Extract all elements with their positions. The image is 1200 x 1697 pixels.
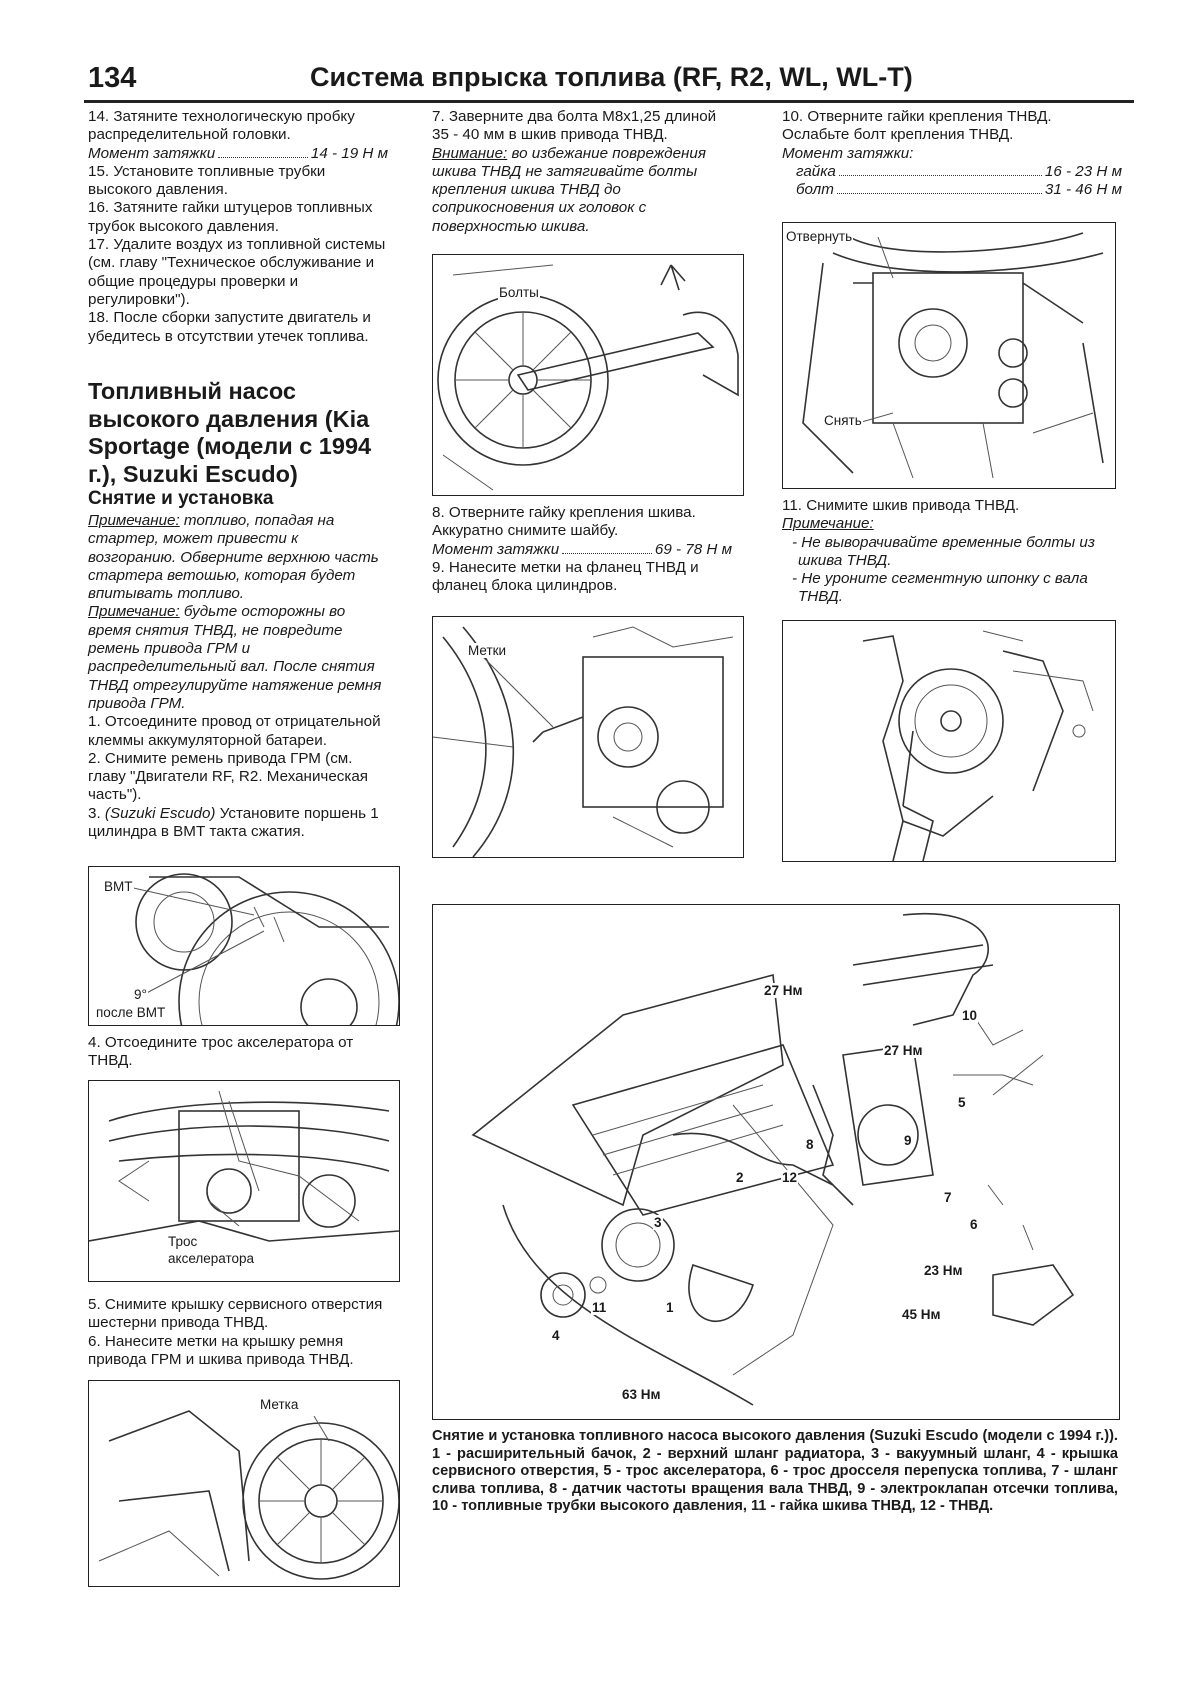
figure-pump-exploded: 27 Нм 10 27 Нм 5 9 8 12 2 3 7 6 23 Нм 45… <box>432 904 1120 1420</box>
fig1-label-after-tdc: после ВМТ <box>95 1005 167 1020</box>
figure-pulley-mark: Метка <box>88 1380 400 1587</box>
step-5: 5. Снимите крышку сервисного отверстия ш… <box>88 1296 383 1332</box>
page-number: 134 <box>88 62 137 94</box>
step-3: 3. (Suzuki Escudo) Установите поршень 1 … <box>88 804 379 841</box>
step-4: 4. Отсоедините трос акселератора от ТНВД… <box>88 1034 354 1070</box>
step-11: 11. Снимите шкив привода ТНВД. <box>782 497 1020 514</box>
note-1: Примечание: топливо, попадая на стартер,… <box>88 512 379 603</box>
big-label-11: 23 Нм <box>923 1263 964 1278</box>
figure-pump-nuts: Отвернуть Снять <box>782 222 1116 489</box>
big-label-10: 6 <box>969 1217 979 1232</box>
figure-remove-pulley <box>782 620 1116 862</box>
fig5-label-marks: Метки <box>467 643 508 658</box>
col1-bottom-text: 5. Снимите крышку сервисного отверстия ш… <box>88 1296 388 1369</box>
big-label-15: 4 <box>551 1328 561 1343</box>
step-10: 10. Отверните гайки крепления ТНВД. Осла… <box>782 108 1052 144</box>
step-17: 17. Удалите воздух из топливной системы … <box>88 236 386 308</box>
big-label-12: 45 Нм <box>901 1307 942 1322</box>
fig2-label-accel: акселератора <box>167 1251 256 1266</box>
section-heading: Топливный насос высокого давления (Kia S… <box>88 378 372 487</box>
big-label-6: 12 <box>781 1170 799 1185</box>
step-18: 18. После сборки запустите двигатель и у… <box>88 309 371 345</box>
big-label-0: 27 Нм <box>763 983 804 998</box>
step-9: 9. Нанесите метки на фланец ТНВД и флане… <box>432 558 699 595</box>
step-2: 2. Снимите ремень привода ГРМ (см. главу… <box>88 749 369 804</box>
figure-pulley-bolts: Болты <box>432 254 744 496</box>
step-16: 16. Затяните гайки штуцеров топливных тр… <box>88 199 373 235</box>
col2-top-text: 7. Заверните два болта М8х1,25 длиной 35… <box>432 108 732 236</box>
fig6-label-remove: Снять <box>823 413 863 428</box>
col2-mid-text: 8. Отверните гайку крепления шкива. Акку… <box>432 504 732 595</box>
col1-mid-text: Примечание: топливо, попадая на стартер,… <box>88 512 388 841</box>
big-label-4: 9 <box>903 1133 913 1148</box>
warning-7: Внимание: во избежание повреждения шкива… <box>432 144 706 235</box>
big-label-14: 11 <box>591 1300 608 1315</box>
header-rule <box>84 100 1134 103</box>
col3-mid-text: 11. Снимите шкив привода ТНВД. Примечани… <box>782 497 1117 607</box>
note-11-b2: - Не уроните сегментную шпонку с вала ТН… <box>792 570 1088 606</box>
fig1-label-deg: 9° <box>133 987 148 1002</box>
fig3-label-mark: Метка <box>259 1397 300 1412</box>
step-7: 7. Заверните два болта М8х1,25 длиной 35… <box>432 108 717 144</box>
step-6: 6. Нанесите метки на крышку ремня привод… <box>88 1332 354 1368</box>
note-11-word: Примечание: <box>782 515 874 533</box>
fig6-label-unscrew: Отвернуть <box>785 229 854 244</box>
big-label-1: 10 <box>961 1008 979 1023</box>
figure-accelerator-cable: Трос акселератора <box>88 1080 400 1282</box>
big-label-7: 2 <box>735 1170 745 1185</box>
col3-top-text: 10. Отверните гайки крепления ТНВД. Осла… <box>782 108 1122 199</box>
big-label-16: 63 Нм <box>621 1387 662 1402</box>
page-title: Система впрыска топлива (RF, R2, WL, WL-… <box>310 62 913 92</box>
col1-top-text: 14. Затяните технологическую пробку расп… <box>88 108 388 346</box>
big-label-8: 3 <box>653 1215 663 1230</box>
torque-10-label: Момент затяжки: <box>782 144 914 162</box>
fig2-label-cable: Трос <box>167 1234 199 1249</box>
step-8: 8. Отверните гайку крепления шкива. Акку… <box>432 504 696 540</box>
figure-tdc-marks: ВМТ 9° после ВМТ <box>88 866 400 1026</box>
big-label-5: 8 <box>805 1137 815 1152</box>
big-label-2: 27 Нм <box>883 1043 924 1058</box>
figure-caption: Снятие и установка топливного насоса выс… <box>432 1428 1118 1515</box>
figure-flange-marks: Метки <box>432 616 744 858</box>
fig1-label-tdc: ВМТ <box>103 879 134 894</box>
step-14: 14. Затяните технологическую пробку расп… <box>88 108 355 144</box>
note-2: Примечание: будьте осторожны во время сн… <box>88 603 382 712</box>
fig4-label-bolts: Болты <box>498 285 540 300</box>
note-11-b1: - Не выворачивайте временные болты из шк… <box>792 533 1095 569</box>
step-1: 1. Отсоедините провод от отрицательной к… <box>88 713 381 749</box>
big-label-3: 5 <box>957 1095 967 1110</box>
subsection-heading: Снятие и установка <box>88 488 274 509</box>
big-label-13: 1 <box>665 1300 675 1315</box>
step-15: 15. Установите топливные трубки высокого… <box>88 162 326 199</box>
big-label-9: 7 <box>943 1190 953 1205</box>
